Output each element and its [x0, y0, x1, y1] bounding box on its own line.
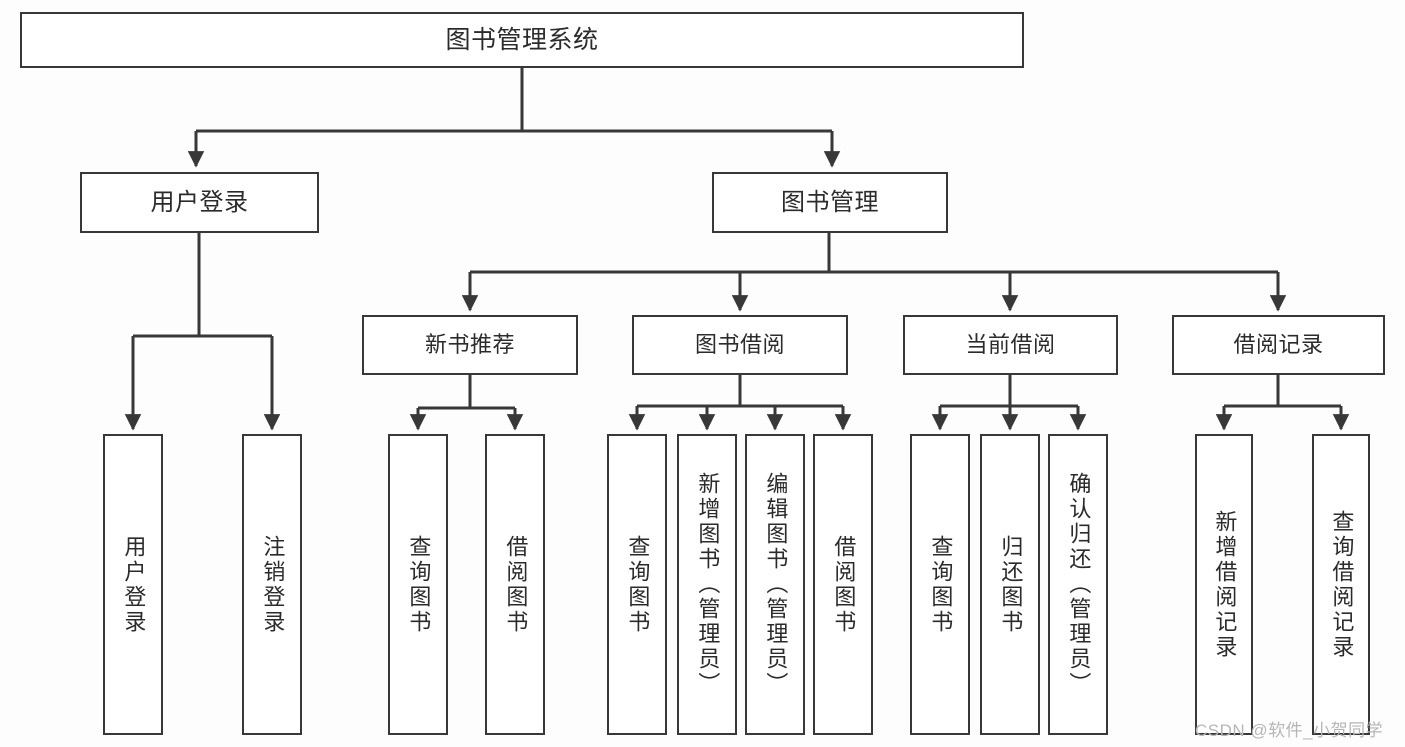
leaf-edit-book-admin[interactable]: 编辑图书（管理员）: [745, 434, 805, 735]
node-label: 注销登录: [260, 534, 286, 635]
leaf-add-borrow-record[interactable]: 新增借阅记录: [1195, 434, 1253, 735]
leaf-logout[interactable]: 注销登录: [242, 434, 302, 735]
node-label: 图书管理: [781, 188, 879, 216]
node-label: 查询图书: [406, 534, 432, 635]
node-user-login[interactable]: 用户登录: [80, 172, 319, 233]
node-book-borrow[interactable]: 图书借阅: [632, 315, 848, 375]
node-label: 借阅图书: [831, 534, 857, 635]
node-label: 新增图书（管理员）: [695, 472, 721, 697]
node-label: 归还图书: [998, 534, 1024, 635]
node-label: 新书推荐: [424, 331, 515, 357]
node-new-book-recommend[interactable]: 新书推荐: [362, 315, 578, 375]
node-label: 查询借阅记录: [1329, 509, 1355, 660]
leaf-borrow-book-recommend[interactable]: 借阅图书: [485, 434, 545, 735]
node-label: 编辑图书（管理员）: [763, 472, 789, 697]
node-label: 查询图书: [625, 534, 651, 635]
leaf-query-book-recommend[interactable]: 查询图书: [388, 434, 448, 735]
leaf-query-borrow-record[interactable]: 查询借阅记录: [1312, 434, 1370, 735]
node-label: 当前借阅: [965, 331, 1056, 357]
node-current-borrow[interactable]: 当前借阅: [903, 315, 1118, 375]
leaf-query-book[interactable]: 查询图书: [607, 434, 667, 735]
node-root-book-management-system[interactable]: 图书管理系统: [20, 12, 1024, 68]
node-label: 图书管理系统: [445, 25, 599, 54]
node-label: 借阅记录: [1233, 331, 1324, 357]
leaf-user-login[interactable]: 用户登录: [103, 434, 163, 735]
node-label: 确认归还（管理员）: [1066, 472, 1092, 697]
node-label: 借阅图书: [503, 534, 529, 635]
leaf-query-book-current[interactable]: 查询图书: [910, 434, 970, 735]
node-label: 用户登录: [121, 534, 147, 635]
leaf-confirm-return-admin[interactable]: 确认归还（管理员）: [1048, 434, 1108, 735]
node-label: 用户登录: [150, 188, 249, 216]
watermark-text: CSDN @软件_小贺同学: [1195, 721, 1384, 740]
node-label: 查询图书: [928, 534, 954, 635]
leaf-borrow-book[interactable]: 借阅图书: [813, 434, 873, 735]
leaf-add-book-admin[interactable]: 新增图书（管理员）: [677, 434, 737, 735]
node-label: 图书借阅: [694, 331, 785, 357]
node-label: 新增借阅记录: [1212, 509, 1238, 660]
node-book-management[interactable]: 图书管理: [712, 172, 948, 233]
node-borrow-records[interactable]: 借阅记录: [1172, 315, 1385, 375]
leaf-return-book[interactable]: 归还图书: [980, 434, 1040, 735]
